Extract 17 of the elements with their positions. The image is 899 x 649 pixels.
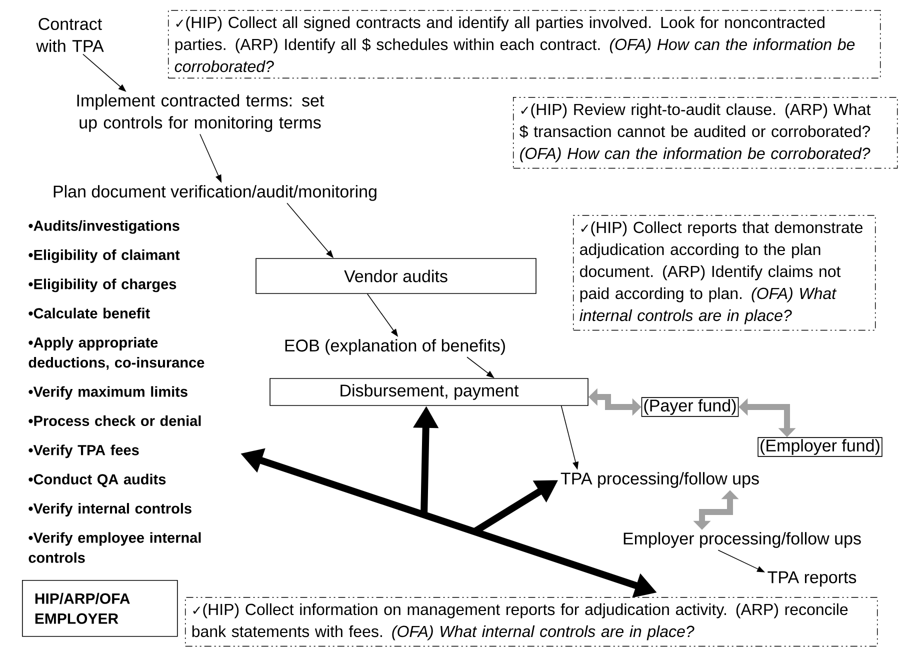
fund-box: (Employer fund) [758,437,882,457]
role-box: HIP/ARP/OFA EMPLOYER [22,580,178,637]
process-box: Disbursement, payment [270,378,588,406]
bullet-list: •Audits/investigations •Eligibility of claimant •Eligibility of charges •Calculate benefit •Apply appropriate deductions, co-insurance •Verify maximum limits •Process check or denial •Verify TPA fees •Conduct QA audits •Verify internal controls •Verify employee internal controls [28,220,204,563]
step-label: Implement contracted terms: set up controls for monitoring terms [77,94,324,132]
step-label: TPA reports [768,571,856,587]
step-label: EOB (explanation of benefits) [285,339,505,355]
step-label: Plan document verification/audit/monitoring [54,185,376,201]
step-label: TPA processing/follow ups [560,472,759,488]
process-box: Vendor audits [256,258,536,294]
step-label: Employer processing/follow ups [624,532,861,548]
note-box: ✓(HIP) Review right-to-audit clause. (ARP) What $ transaction cannot be audited or corroborated? (OFA) How can the information be corroborated? [513,97,898,169]
fund-box: (Payer fund) [641,397,739,417]
note-box: ✓(HIP) Collect reports that demonstrate adjudication according to the plan document. (ARP) Identify claims not paid according to plan. (OFA) What internal controls are in place? [573,215,876,331]
note-box: ✓(HIP) Collect all signed contracts and identify all parties involved. Look for noncontracted parties. (ARP) Identify all $ schedules within each contract. (OFA) How can the information be corroborated? [168,10,881,78]
step-label: Contract with TPA [36,18,104,52]
note-box: ✓(HIP) Collect information on management reports for adjudication activity. (ARP) reconcile bank statements with fees. (OFA) What internal controls are in place? [185,597,878,647]
